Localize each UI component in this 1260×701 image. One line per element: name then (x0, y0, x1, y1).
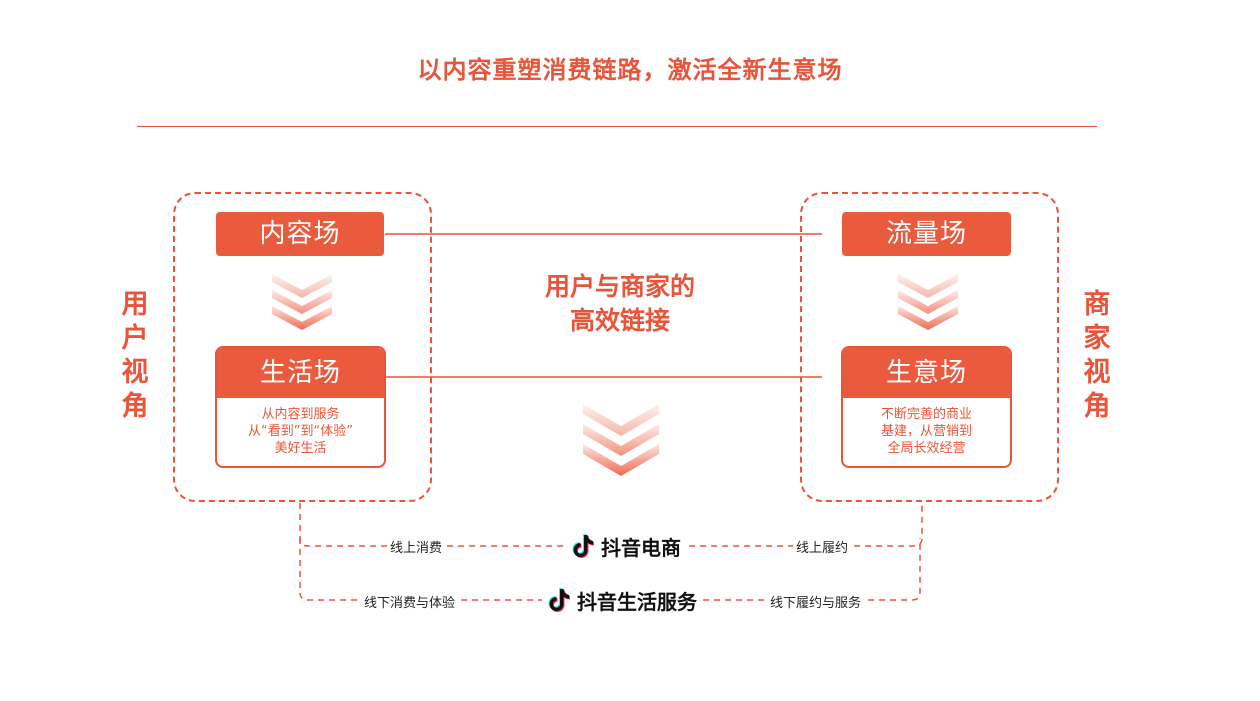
online-consumption-label: 线上消费 (387, 537, 446, 556)
merchant-perspective-container (800, 192, 1059, 502)
page-title: 以内容重塑消费链路，激活全新生意场 (417, 56, 843, 84)
business-field-card: 生意场 不断完善的商业 基建，从营销到 全局长效经营 (841, 346, 1012, 468)
chevron-down-icon (898, 274, 958, 330)
douyin-ecommerce-brand: 抖音电商 (566, 530, 687, 562)
life-field-description: 从内容到服务 从“看到”到“体验” 美好生活 (248, 407, 353, 456)
douyin-life-service-brand: 抖音生活服务 (542, 584, 703, 616)
center-caption: 用户与商家的 高效链接 (544, 272, 695, 335)
chevron-down-icon (583, 404, 659, 476)
offline-fulfillment-label: 线下履约与服务 (767, 592, 865, 611)
user-perspective-container (173, 192, 432, 502)
title-divider (137, 126, 1097, 127)
offline-experience-label: 线下消费与体验 (361, 592, 459, 611)
business-field-description: 不断完善的商业 基建，从营销到 全局长效经营 (880, 407, 972, 456)
life-field-card: 生活场 从内容到服务 从“看到”到“体验” 美好生活 (215, 346, 386, 468)
merchant-perspective-label: 商 家 视 角 (1083, 289, 1111, 422)
traffic-field-box: 流量场 (842, 212, 1011, 256)
user-perspective-label: 用 户 视 角 (121, 289, 149, 422)
douyin-logo-icon (548, 588, 570, 612)
douyin-logo-icon (572, 534, 594, 558)
content-field-box: 内容场 (216, 212, 384, 256)
online-fulfillment-label: 线上履约 (793, 537, 852, 556)
chevron-down-icon (272, 274, 332, 330)
life-field-title: 生活场 (217, 348, 384, 398)
business-field-title: 生意场 (843, 348, 1010, 398)
